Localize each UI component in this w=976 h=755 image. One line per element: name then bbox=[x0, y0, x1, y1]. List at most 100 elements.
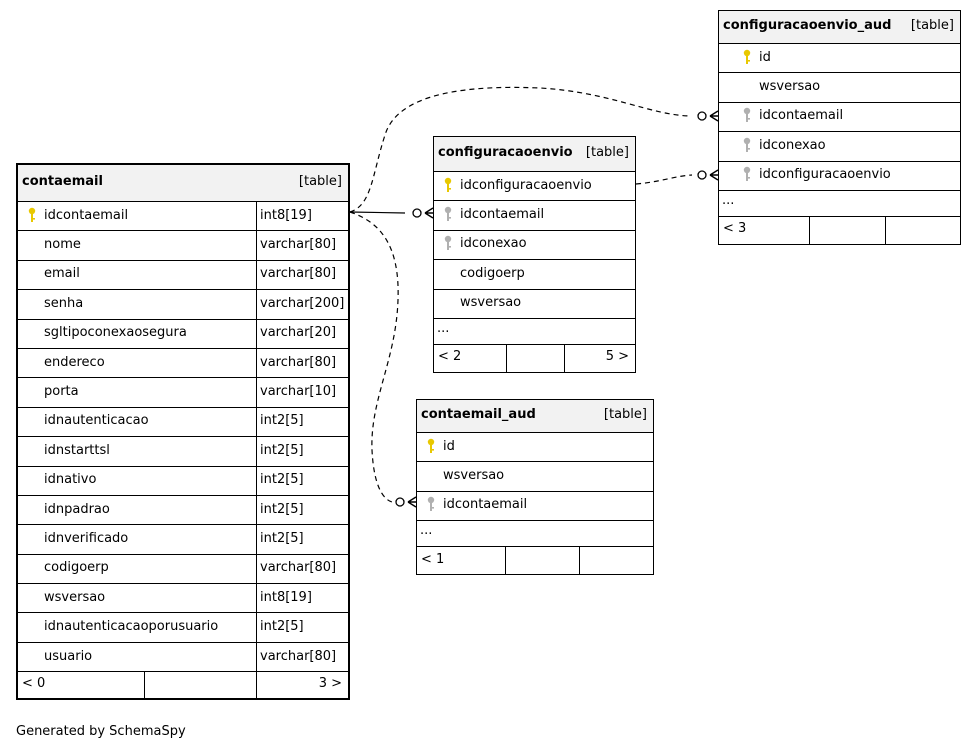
column-type: int2[5] bbox=[256, 613, 348, 642]
column-row: idconfiguracaoenvio bbox=[719, 162, 960, 191]
children-count-label: < 1 bbox=[421, 551, 445, 567]
ellipsis: ... bbox=[420, 523, 433, 539]
table-footer: < 3 bbox=[719, 216, 960, 244]
column-row: wsversao bbox=[719, 73, 960, 103]
column-name: email bbox=[44, 266, 80, 282]
column-name: senha bbox=[44, 295, 84, 311]
column-name: idnverificado bbox=[44, 530, 129, 546]
table-type: [table] bbox=[603, 407, 647, 422]
column-name: wsversao bbox=[759, 79, 821, 95]
children-count-label: < 0 bbox=[22, 676, 46, 692]
column-row: wsversao bbox=[417, 462, 653, 492]
column-name: idnautenticacaoporusuario bbox=[44, 619, 219, 635]
table-header: contaemail[table] bbox=[18, 165, 348, 202]
foreign-key-icon bbox=[743, 137, 751, 155]
relation-contaemail-contaemail-aud-optional-marker bbox=[395, 497, 405, 507]
table-type: [table] bbox=[910, 18, 954, 33]
column-type: varchar[10] bbox=[256, 378, 348, 407]
foreign-key-icon bbox=[743, 107, 751, 125]
column-name: idnativo bbox=[44, 472, 97, 488]
foreign-key-icon bbox=[444, 206, 452, 224]
parents-count: 5 > bbox=[564, 344, 635, 372]
column-type: int2[5] bbox=[256, 495, 348, 525]
table-footer: < 1 bbox=[417, 547, 653, 575]
column-name: idconfiguracaoenvio bbox=[759, 167, 891, 183]
column-type: varchar[80] bbox=[256, 642, 348, 672]
column-name: sgltipoconexaosegura bbox=[44, 325, 187, 341]
column-row: wsversao bbox=[434, 290, 635, 319]
parents-count bbox=[885, 216, 960, 244]
column-row: idconexao bbox=[719, 132, 960, 162]
column-row: idconfiguracaoenvio bbox=[434, 172, 635, 202]
relation-contaemail-contaemail-aud bbox=[349, 211, 399, 503]
children-count: < 1 bbox=[417, 547, 505, 574]
column-row: idnverificado int2[5] bbox=[18, 525, 348, 555]
column-row: wsversao int8[19] bbox=[18, 584, 348, 614]
generated-by-footer: Generated by SchemaSpy bbox=[16, 724, 186, 739]
children-count: < 0 bbox=[18, 672, 144, 698]
primary-key-icon bbox=[743, 49, 751, 67]
relation-configuracaoenvio-configuracaoenvio-aud-many-marker bbox=[709, 169, 719, 181]
parents-count: 3 > bbox=[256, 672, 348, 699]
table-name: contaemail bbox=[22, 174, 103, 189]
column-row: idnstarttsl int2[5] bbox=[18, 437, 348, 467]
column-name: codigoerp bbox=[44, 560, 109, 576]
column-row: sgltipoconexaosegura varchar[20] bbox=[18, 319, 348, 349]
column-row: idcontaemail bbox=[417, 492, 653, 522]
column-name: idcontaemail bbox=[460, 207, 545, 223]
column-type: int2[5] bbox=[256, 525, 348, 554]
children-count: < 3 bbox=[719, 217, 809, 244]
column-name: wsversao bbox=[44, 589, 106, 605]
column-name: nome bbox=[44, 237, 81, 253]
column-type: int2[5] bbox=[256, 437, 348, 466]
relation-contaemail-configuracaoenvio-many-marker bbox=[424, 207, 434, 219]
column-row: idconexao bbox=[434, 231, 635, 261]
relation-contaemail-configuracaoenvio bbox=[349, 211, 406, 214]
foreign-key-icon bbox=[427, 496, 435, 514]
relation-configuracaoenvio-configuracaoenvio-aud-optional-marker bbox=[697, 170, 707, 180]
column-row: codigoerp bbox=[434, 260, 635, 290]
column-name: idconexao bbox=[759, 137, 826, 153]
column-type: int8[19] bbox=[256, 584, 348, 613]
table-footer: < 0 3 > bbox=[18, 672, 348, 699]
parents-count-label: 3 > bbox=[318, 676, 342, 692]
column-name: idnstarttsl bbox=[44, 442, 110, 458]
column-row: idnativo int2[5] bbox=[18, 466, 348, 496]
more-columns-row: ... bbox=[719, 191, 960, 217]
column-type: varchar[80] bbox=[256, 231, 348, 260]
relation-configuracaoenvio-configuracaoenvio-aud bbox=[635, 174, 693, 185]
column-name: idnautenticacao bbox=[44, 413, 149, 429]
column-type: int8[19] bbox=[256, 202, 348, 231]
children-count: < 2 bbox=[434, 345, 506, 372]
relation-contaemail-configuracaoenvio-aud-many-marker bbox=[709, 110, 719, 122]
column-name: usuario bbox=[44, 648, 93, 664]
column-name: idcontaemail bbox=[759, 108, 844, 124]
column-row: idcontaemail bbox=[434, 201, 635, 231]
foreign-key-icon bbox=[444, 235, 452, 253]
parents-count-label: 5 > bbox=[605, 349, 629, 365]
relation-contaemail-configuracaoenvio-optional-marker bbox=[412, 208, 422, 218]
column-type: int2[5] bbox=[256, 466, 348, 495]
column-name: wsversao bbox=[443, 468, 505, 484]
column-row: id bbox=[719, 44, 960, 74]
table-name: configuracaoenvio bbox=[438, 145, 573, 160]
row-count bbox=[505, 547, 579, 575]
column-name: idcontaemail bbox=[443, 497, 528, 513]
row-count bbox=[144, 672, 256, 699]
table-configuracaoenvio: configuracaoenvio[table]idconfiguracaoen… bbox=[433, 136, 636, 373]
column-name: id bbox=[759, 49, 771, 65]
foreign-key-icon bbox=[743, 166, 751, 184]
column-type: varchar[20] bbox=[256, 319, 348, 348]
primary-key-icon bbox=[444, 177, 452, 195]
relation-contaemail-configuracaoenvio-aud bbox=[349, 86, 691, 213]
table-name: contaemail_aud bbox=[421, 407, 536, 422]
